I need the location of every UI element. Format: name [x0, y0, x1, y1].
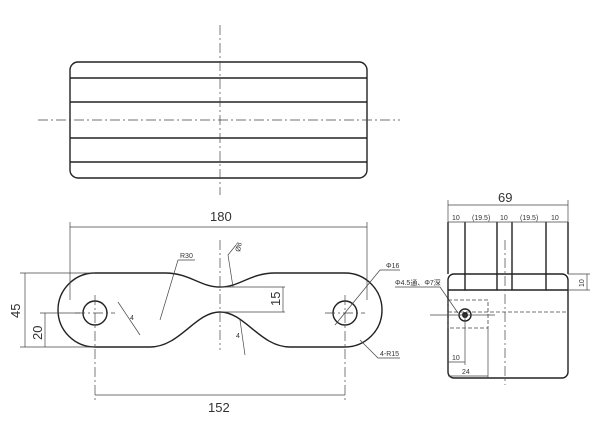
top-view — [38, 25, 400, 195]
dim-seg-1: 10 — [452, 215, 460, 222]
dim-height: 45 — [8, 304, 23, 318]
dim-neck: 15 — [268, 292, 283, 306]
dim-seg-2: (19.5) — [472, 215, 490, 222]
front-view: 180 45 20 152 15 R30 Ø8 4 4 Φ16 Φ4.5通、Φ7… — [8, 209, 459, 415]
dim-seg-3: 10 — [500, 215, 508, 222]
dim-seg-4: (19.5) — [520, 215, 538, 222]
side-view: 69 10 (19.5) 10 (19.5) 10 10 10 24 — [430, 190, 590, 385]
dim-block-width: 24 — [462, 369, 470, 376]
dim-length: 180 — [210, 209, 232, 224]
dim-width: 69 — [498, 190, 512, 205]
note-hole: Φ16 — [386, 263, 399, 270]
note-fillet: 4-R15 — [380, 351, 399, 358]
note-counterbore: Φ4.5通、Φ7深 — [395, 278, 441, 287]
dim-slot-depth: 10 — [579, 279, 586, 287]
note-chamfer-1: 4 — [130, 315, 134, 322]
note-thickness: Ø8 — [235, 242, 244, 253]
note-chamfer-2: 4 — [236, 333, 240, 340]
note-r30: R30 — [180, 253, 193, 260]
dim-hole-spacing: 152 — [208, 400, 230, 415]
dim-hole-offset: 10 — [452, 355, 460, 362]
dim-hole-height: 20 — [30, 326, 45, 340]
dim-seg-5: 10 — [551, 215, 559, 222]
